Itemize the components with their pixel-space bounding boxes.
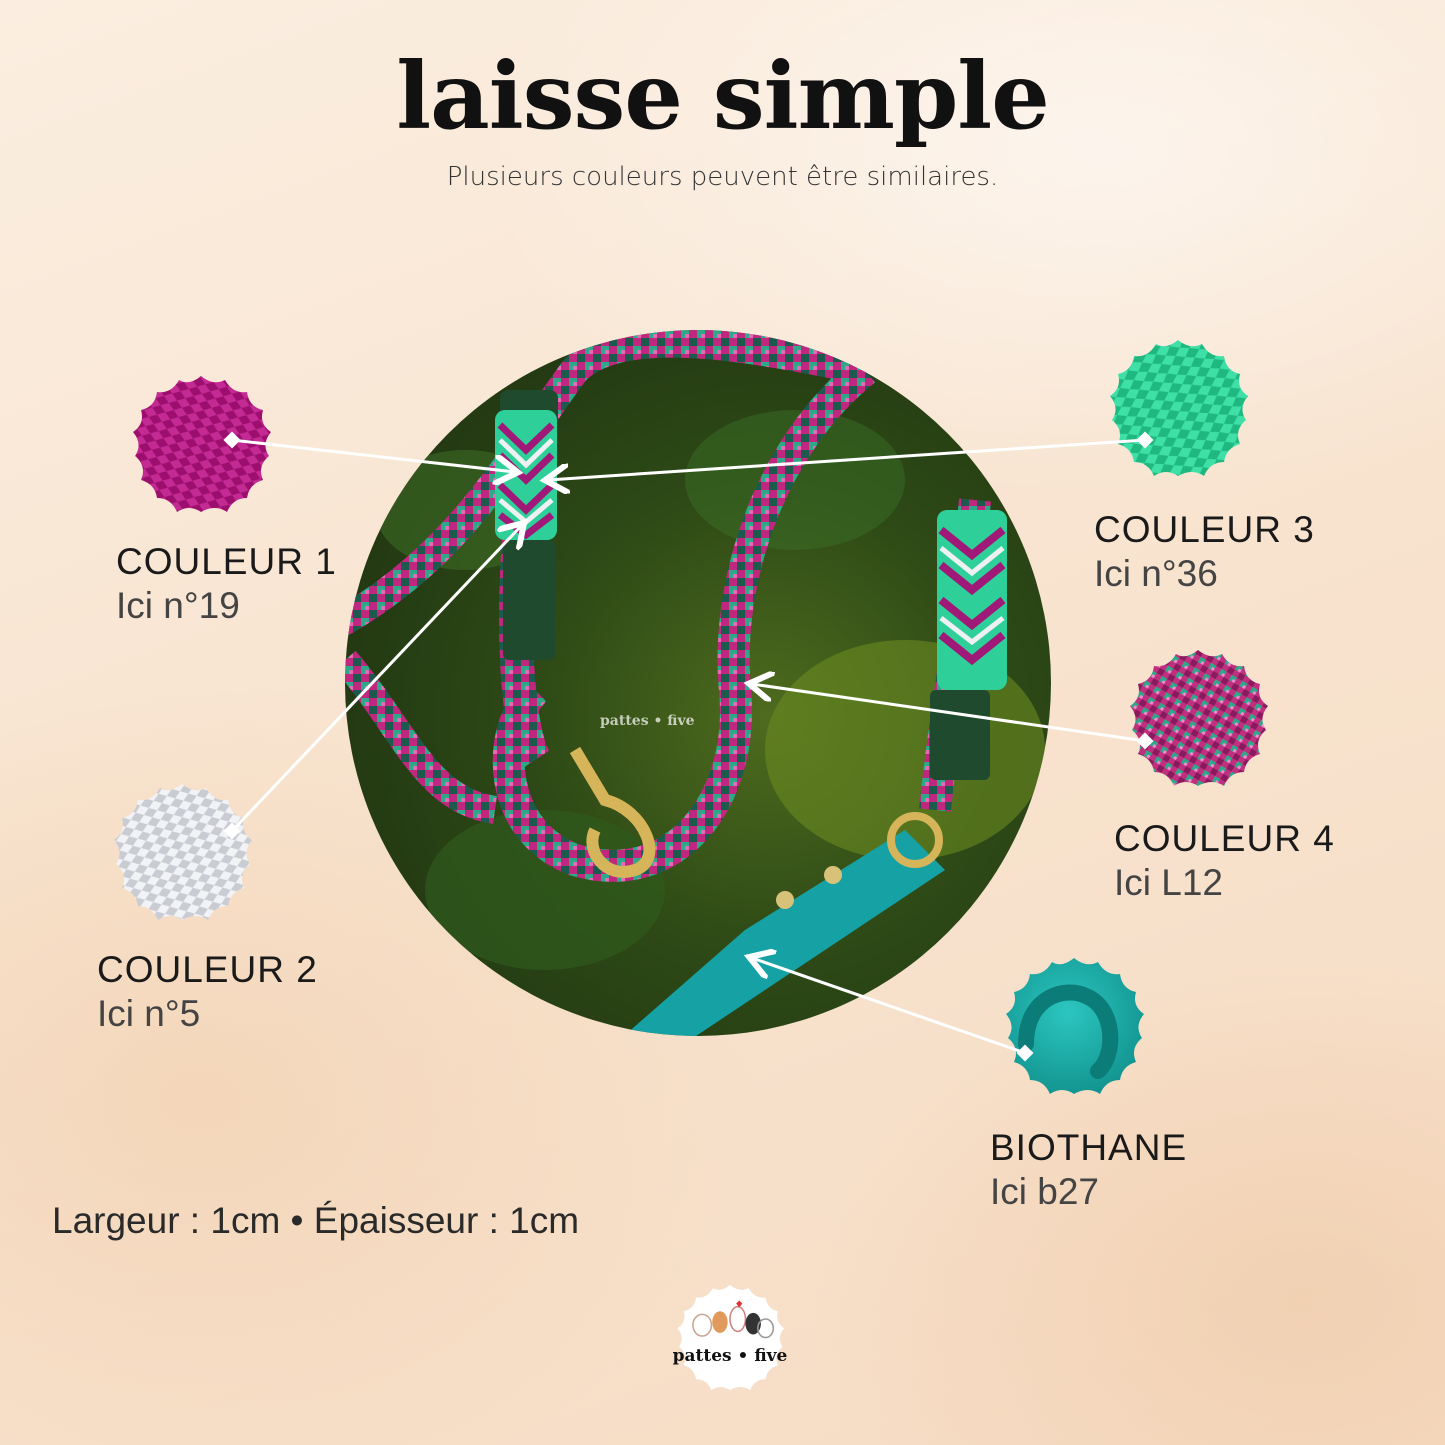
page-subtitle: Plusieurs couleurs peuvent être similair… [446,162,999,192]
couleur2-name: COULEUR 2 [97,949,318,990]
couleur1-name: COULEUR 1 [116,541,337,582]
couleur2-ref: Ici n°5 [97,993,201,1035]
couleur1-swatch [133,376,271,512]
couleur2-swatch [114,784,252,920]
biothane-label: BIOTHANE Ici b27 [990,1126,1187,1215]
product-photo: pattes • five [345,330,1051,1036]
couleur4-ref: Ici L12 [1114,862,1224,904]
couleur4-swatch [1130,650,1268,786]
biothane-ref: Ici b27 [990,1171,1100,1213]
couleur4-name: COULEUR 4 [1114,818,1335,859]
couleur3-swatch [1110,340,1248,476]
couleur3-ref: Ici n°36 [1094,553,1218,595]
biothane-swatch [1006,958,1144,1094]
paw-icons [692,1300,775,1339]
leash-illustration [345,330,1045,1036]
couleur3-label: COULEUR 3 Ici n°36 [1094,508,1315,597]
biothane-name: BIOTHANE [990,1127,1188,1168]
brand-logo: pattes • five [662,1268,798,1404]
couleur4-label: COULEUR 4 Ici L12 [1114,817,1335,906]
dimensions-text: Largeur : 1cm • Épaisseur : 1cm [52,1200,580,1241]
logo-text: pattes • five [672,1346,788,1366]
page-title: laisse simple [396,42,1050,150]
couleur1-ref: Ici n°19 [116,585,240,627]
photo-watermark: pattes • five [600,713,695,729]
couleur2-label: COULEUR 2 Ici n°5 [97,948,318,1037]
couleur1-label: COULEUR 1 Ici n°19 [116,540,337,629]
couleur3-name: COULEUR 3 [1094,509,1315,550]
logo-badge [677,1285,785,1391]
